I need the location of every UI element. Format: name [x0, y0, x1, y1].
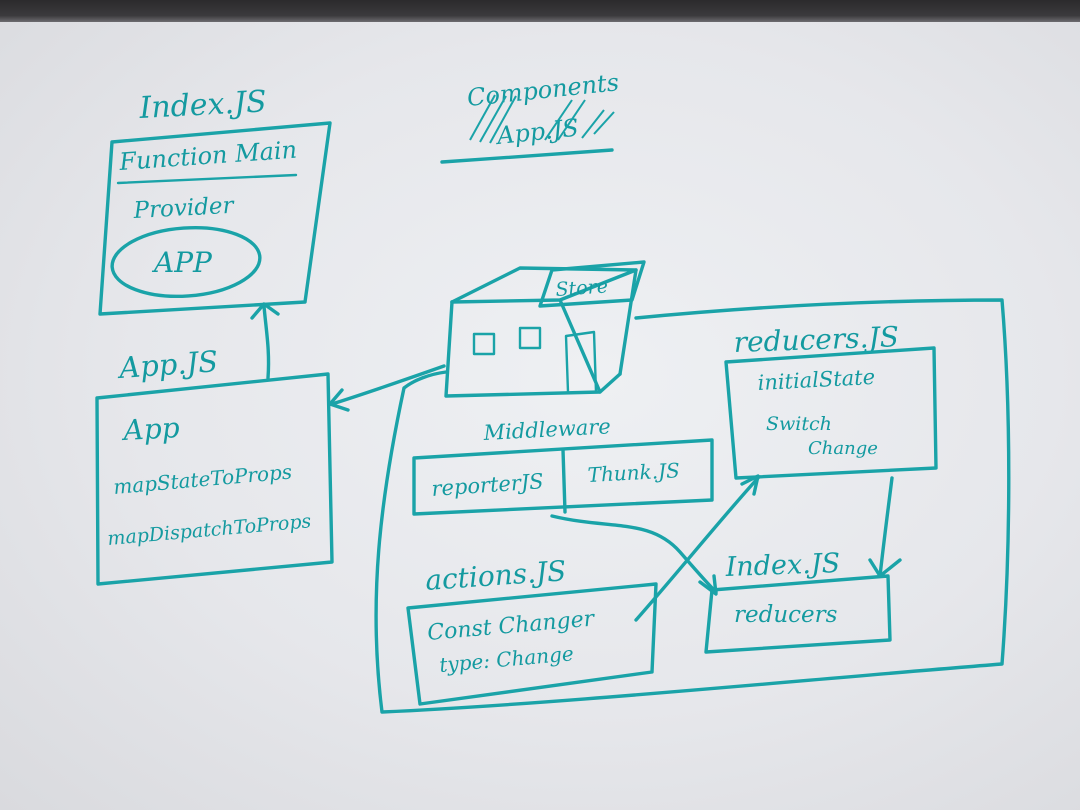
store-window-right [518, 326, 542, 350]
change-label: Change [808, 438, 878, 459]
actions-file-box [406, 582, 658, 706]
arrow-app-to-index [250, 302, 280, 380]
map-dispatch-label: mapDispatchToProps [107, 510, 313, 550]
index-function-label: Function Main [117, 136, 297, 176]
app-oval-label: APP [151, 246, 213, 279]
scribble-hatch [469, 94, 615, 144]
arrow-store-to-app [328, 364, 446, 412]
middleware-group: Middleware reporterJS Thunk.JS [412, 414, 714, 516]
middleware-title: Middleware [482, 414, 611, 445]
components-note-file: App.JS [494, 114, 580, 151]
app-file-group: App.JS App mapStateToProps mapDispatchTo… [95, 344, 334, 586]
reducers-label: reducers [734, 602, 838, 628]
index-function-divider [116, 173, 298, 185]
store-enclosure [374, 298, 1011, 714]
const-changer-label: Const Changer [426, 606, 596, 646]
components-underline [440, 148, 614, 164]
reducers-file-group: reducers.JS initialState Switch Change [724, 320, 938, 480]
initial-state-label: initialState [757, 365, 876, 395]
arrow-middleware-to-index [550, 514, 718, 596]
index-file-box [98, 121, 332, 316]
paper-background [0, 22, 1080, 810]
reducers-index-box [704, 574, 892, 654]
actions-file-title: actions.JS [424, 554, 567, 597]
middleware-box [412, 438, 714, 516]
components-note: Components App.JS [440, 68, 620, 164]
reducers-file-box [724, 346, 938, 480]
app-component-label: App [120, 411, 181, 447]
type-change-label: type: Change [438, 641, 574, 677]
middleware-divider [561, 448, 567, 514]
thunk-label: Thunk.JS [587, 458, 680, 487]
map-state-label: mapStateToProps [112, 459, 293, 499]
app-oval [110, 225, 262, 299]
store-door [564, 330, 598, 394]
reporter-label: reporterJS [431, 469, 545, 501]
store-label-tag [538, 260, 646, 308]
index-file-title: Index.JS [138, 84, 268, 126]
app-file-title: App.JS [115, 344, 219, 385]
arrow-actions-to-reducers [634, 474, 760, 622]
index-file-group: Index.JS Function Main Provider APP [98, 84, 332, 316]
reducers-index-group: Index.JS reducers [704, 548, 892, 654]
index-provider-label: Provider [132, 193, 236, 224]
actions-file-group: actions.JS Const Changer type: Change [406, 554, 658, 706]
store-window-left [472, 332, 496, 356]
arrow-reducers-to-index [868, 476, 902, 578]
photo-top-edge [0, 0, 1080, 26]
store-house: Store [444, 260, 646, 398]
reducers-index-title: Index.JS [724, 548, 840, 583]
store-label: Store [555, 275, 609, 301]
app-file-box [95, 372, 334, 586]
switch-label: Switch [766, 413, 832, 435]
